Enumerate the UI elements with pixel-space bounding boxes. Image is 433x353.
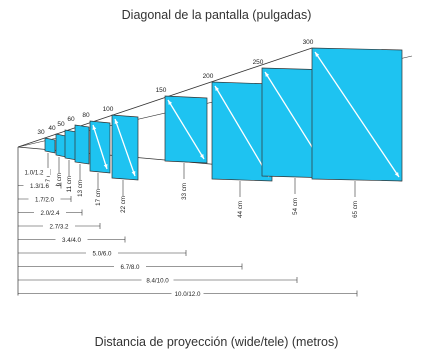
screen-diagonal-label: 300 <box>303 39 314 46</box>
distance-row-250: 8.4/10.0 <box>18 276 298 284</box>
screen-200: 200 44 cm <box>203 73 273 218</box>
arrow-head <box>265 72 270 77</box>
label-backdrop <box>114 262 146 271</box>
distance-row-30: 1.0/1.2 <box>18 168 51 176</box>
distance-row-200: 6.7/8.0 <box>18 262 243 271</box>
distance-row-50: 1.7/2.0 <box>18 195 72 203</box>
label-backdrop <box>34 208 66 217</box>
diagonal-arrow <box>314 51 400 178</box>
distance-row-60: 2.0/2.4 <box>18 208 83 217</box>
screen-offset-label: 22 cm <box>120 196 127 213</box>
distance-row-300: 10.0/12.0 <box>18 289 358 298</box>
distance-row-100: 3.4/4.0 <box>18 235 126 244</box>
diagonal-arrow <box>114 118 136 177</box>
screen-offset-label: 54 cm <box>292 198 299 215</box>
screen-offset-label: 17 cm <box>95 189 102 206</box>
diagonal-arrow <box>167 99 205 160</box>
diagram-title-top: Diagonal de la pantalla (pulgadas) <box>121 8 312 22</box>
screen-diagonal-label: 60 <box>67 116 75 123</box>
screen-offset-label: 65 cm <box>352 201 359 218</box>
distance-row-150: 5.0/6.0 <box>18 249 187 257</box>
screen-diagonal-label: 30 <box>37 129 45 136</box>
label-backdrop <box>141 276 174 284</box>
diagonal-arrow <box>92 124 108 170</box>
label-backdrop <box>18 168 50 176</box>
screen-panel <box>55 133 67 158</box>
label-backdrop <box>171 289 204 298</box>
distance-label: 5.0/6.0 <box>93 250 112 257</box>
screen-diagonal-label: 50 <box>57 121 65 128</box>
distance-label: 2.0/2.4 <box>41 210 60 217</box>
arrow-head <box>92 125 97 130</box>
arrow-head <box>199 154 204 159</box>
arrow-head <box>103 164 108 169</box>
distance-label: 10.0/12.0 <box>175 291 201 298</box>
arrow-head <box>394 172 399 177</box>
arrow-head <box>131 171 136 176</box>
diagonal-arrow <box>214 85 270 178</box>
distance-row-40: 1.3/1.6 <box>18 181 62 190</box>
screen-100: 100 22 cm <box>103 106 139 213</box>
distance-label: 1.0/1.2 <box>25 169 44 176</box>
distance-label: 1.3/1.6 <box>30 183 49 190</box>
arrow-head <box>315 52 320 57</box>
screen-diagonal-label: 40 <box>48 125 56 132</box>
distance-label: 3.4/4.0 <box>62 237 81 244</box>
label-backdrop <box>86 249 118 257</box>
screen-diagonal-label: 80 <box>82 112 90 119</box>
screen-300: 300 65 cm <box>303 39 403 218</box>
distance-scale: 1.0/1.2 1.3/1.6 1.7/2.0 2.0/2.4 2.7/3.2 3.4/4… <box>17 147 358 298</box>
arrow-head <box>114 119 119 124</box>
distance-label: 2.7/3.2 <box>50 223 69 230</box>
screen-offset-label: 33 cm <box>181 183 188 200</box>
arrow-head <box>215 86 220 91</box>
screen-diagonal-label: 250 <box>253 59 264 66</box>
screen-offset-label: 9 cm <box>56 173 63 186</box>
screen-offset-label: 11 cm <box>66 176 73 192</box>
screen-panel <box>44 137 56 154</box>
label-backdrop <box>55 235 88 244</box>
screen-panel <box>74 124 90 165</box>
screen-60: 60 13 cm <box>67 116 90 197</box>
screen-80: 80 17 cm <box>82 112 111 206</box>
screen-offset-label: 13 cm <box>77 180 84 197</box>
label-backdrop <box>28 195 61 203</box>
diagram-title-bottom: Distancia de proyección (wide/tele) (met… <box>94 335 339 349</box>
distance-label: 8.4/10.0 <box>146 277 169 284</box>
screen-diagonal-label: 150 <box>156 87 167 94</box>
distance-row-80: 2.7/3.2 <box>18 222 101 230</box>
label-backdrop <box>23 181 56 190</box>
screen-150: 150 33 cm <box>156 87 208 200</box>
distance-label: 6.7/8.0 <box>121 264 140 271</box>
distance-label: 1.7/2.0 <box>35 196 54 203</box>
screen-diagonal-label: 100 <box>103 106 114 113</box>
screen-offset-label: 44 cm <box>237 201 244 218</box>
arrow-head <box>168 100 173 105</box>
screen-diagonal-label: 200 <box>203 73 214 80</box>
label-backdrop <box>43 222 75 230</box>
